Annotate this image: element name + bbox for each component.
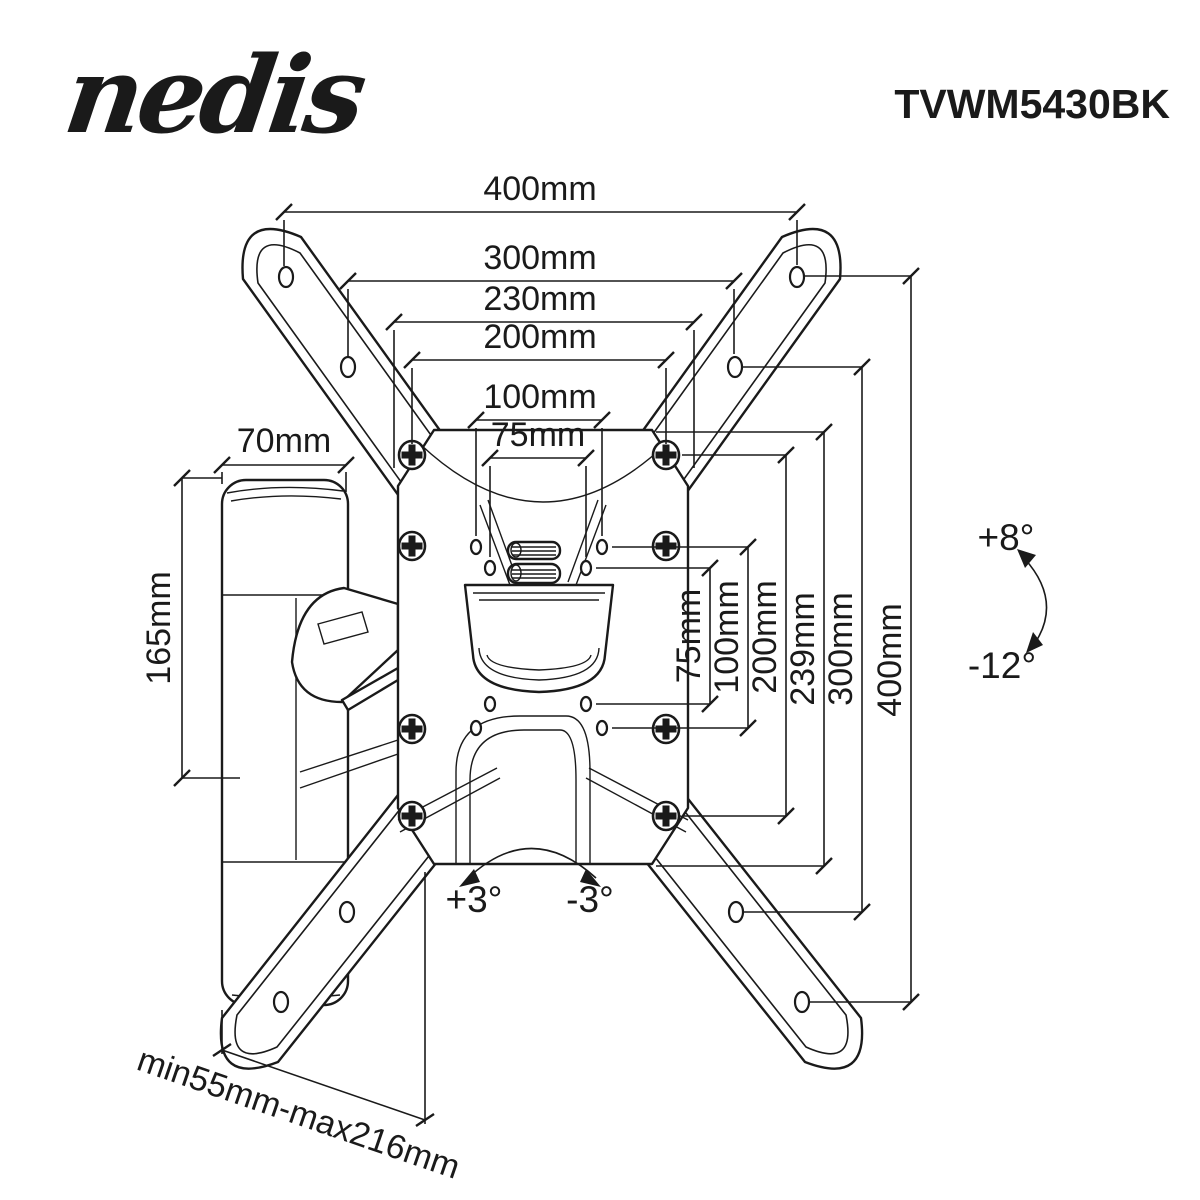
dim-vertical-239mm: 239mm [656, 423, 833, 875]
dim-label-100mm-h: 100mm [483, 378, 596, 416]
plate-top-dip [419, 443, 667, 503]
dim-label-400mm-h: 400mm [483, 170, 596, 208]
dim-label-230mm-h: 230mm [483, 280, 596, 318]
mount-hole-top-left-inner [339, 355, 357, 379]
arm-elbow-housing [290, 586, 400, 704]
dim-label-depth-range: min55mm-max216mm [133, 1041, 465, 1187]
mount-hole-bottom-left-outer [272, 990, 290, 1014]
dim-label-70mm: 70mm [237, 422, 331, 460]
swivel-arrow-right-icon [580, 869, 601, 887]
spring-clip-lower [506, 562, 562, 585]
vesa-hole [579, 695, 593, 713]
dim-label-239mm-v: 239mm [784, 592, 822, 705]
dim-label-300mm-v: 300mm [822, 592, 860, 705]
dim-label-200mm-v: 200mm [746, 580, 784, 693]
wall-arm-assembly [220, 478, 400, 1007]
vesa-hole [579, 559, 593, 577]
wall-plate-top-edge [226, 486, 344, 494]
dim-vertical-75mm: 75mm [596, 559, 719, 713]
mount-hole-top-right-outer [788, 265, 806, 289]
swivel-left-label: +3° [446, 879, 503, 920]
vesa-hole [469, 719, 483, 737]
dim-label-400mm-v: 400mm [871, 603, 909, 716]
vesa-hole [469, 538, 483, 556]
plate-screw-icon [397, 439, 427, 471]
mount-hole-bottom-right-inner [727, 900, 745, 924]
dim-vertical-100mm: 100mm [612, 538, 757, 737]
swivel-arc [465, 847, 597, 881]
plate-screw-icon [397, 713, 427, 745]
swivel-angle-indicator: +3° -3° [446, 847, 614, 920]
dim-label-165mm: 165mm [140, 571, 178, 684]
vesa-hole [595, 538, 609, 556]
arm-lower-link-1 [299, 739, 399, 773]
swivel-right-label: -3° [566, 879, 614, 920]
dim-horizontal-75mm: 75mm [481, 416, 595, 557]
arm-lower-link-2 [299, 753, 399, 789]
mount-hole-top-left-outer [277, 265, 295, 289]
plate-screw-icon [651, 713, 681, 745]
plate-bottom-arch [455, 715, 591, 864]
tilt-down-label: -12° [968, 645, 1036, 686]
vesa-hole [483, 559, 497, 577]
dim-vertical-200mm: 200mm [682, 446, 795, 825]
tilt-angle-indicator: +8° -12° [968, 517, 1048, 686]
dim-horizontal-200mm: 200mm [403, 318, 675, 444]
wall-plate-top-edge-inner [230, 495, 342, 502]
tilt-arrow-down-icon [1026, 632, 1043, 653]
dim-horizontal-230mm: 230mm [385, 280, 703, 468]
plate-screw-icon [651, 800, 681, 832]
plate-bottom-arch-inner [469, 729, 577, 864]
brand-logo: nedis [58, 33, 372, 157]
model-number: TVWM5430BK [894, 81, 1170, 127]
dim-horizontal-300mm: 300mm [339, 239, 743, 356]
spring-clip-upper [506, 540, 562, 561]
vesa-hole [595, 719, 609, 737]
dim-label-300mm-h: 300mm [483, 239, 596, 277]
dim-vertical-400mm: 400mm [805, 267, 920, 1011]
dim-horizontal-400mm: 400mm [275, 170, 806, 266]
dim-label-75mm-h: 75mm [491, 416, 585, 454]
dim-label-100mm-v: 100mm [708, 580, 746, 693]
tilt-arc [1023, 557, 1048, 647]
vesa-plate [396, 428, 690, 866]
dim-label-200mm-h: 200mm [483, 318, 596, 356]
mount-hole-bottom-left-inner [338, 900, 356, 924]
mount-hole-bottom-right-outer [793, 990, 811, 1014]
tilt-up-label: +8° [978, 517, 1035, 558]
dim-label-75mm-v: 75mm [670, 589, 708, 683]
arm-elbow-slot [317, 611, 369, 645]
tilt-arrow-up-icon [1017, 549, 1036, 568]
vesa-hole [483, 695, 497, 713]
quick-release-hook [463, 583, 615, 694]
mount-hole-top-right-inner [726, 355, 744, 379]
plate-screw-icon [651, 439, 681, 471]
swivel-arrow-left-icon [459, 869, 480, 887]
plate-screw-icon [397, 530, 427, 562]
dim-wall-plate-height-165mm: 165mm [140, 469, 240, 787]
dim-vertical-300mm: 300mm [743, 358, 871, 921]
plate-screw-icon [651, 530, 681, 562]
plate-screw-icon [397, 800, 427, 832]
dim-horizontal-100mm: 100mm [467, 378, 611, 536]
